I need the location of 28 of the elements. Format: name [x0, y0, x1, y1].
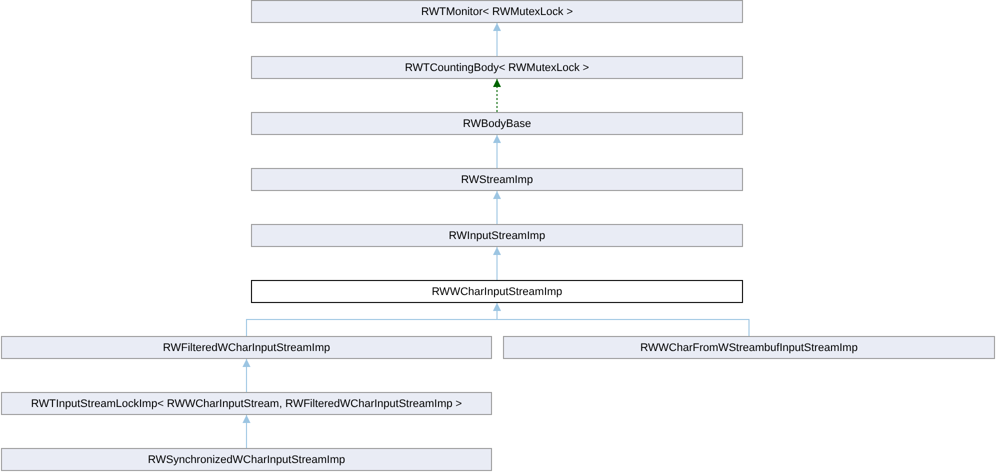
class-name: RWTInputStreamLockImp< RWWCharInputStream, RWFilteredWCharInputStreamImp >: [31, 398, 462, 410]
class-name: RWWCharFromWStreambufInputStreamImp: [640, 342, 858, 354]
class-name: RWBodyBase: [462, 118, 532, 130]
inheritance-arrow: [493, 302, 750, 336]
class-box: [1, 448, 492, 471]
class-box: [251, 280, 743, 303]
inheritance-arrow: [493, 246, 501, 280]
class-box: [251, 0, 743, 23]
class-box: [1, 336, 492, 359]
class-box: [251, 224, 743, 247]
class-name: RWTMonitor< RWMutexLock >: [421, 6, 573, 18]
inheritance-arrow: [242, 414, 250, 448]
class-box: [251, 112, 743, 135]
class-box: [1, 392, 492, 415]
class-box: [503, 336, 995, 359]
class-name: RWInputStreamImp: [448, 230, 546, 242]
class-name: RWTCountingBody< RWMutexLock >: [404, 62, 590, 74]
class-name: RWStreamImp: [461, 174, 533, 186]
inheritance-arrow: [242, 358, 250, 392]
class-box: [251, 168, 743, 191]
inheritance-arrow: [493, 134, 501, 168]
inheritance-arrow: [493, 22, 501, 56]
class-box: [251, 56, 743, 79]
class-name: RWFilteredWCharInputStreamImp: [162, 342, 330, 354]
inheritance-arrow: [493, 190, 501, 224]
class-name: RWSynchronizedWCharInputStreamImp: [148, 454, 346, 466]
class-name: RWWCharInputStreamImp: [432, 286, 562, 298]
inheritance-arrow: [493, 78, 501, 112]
